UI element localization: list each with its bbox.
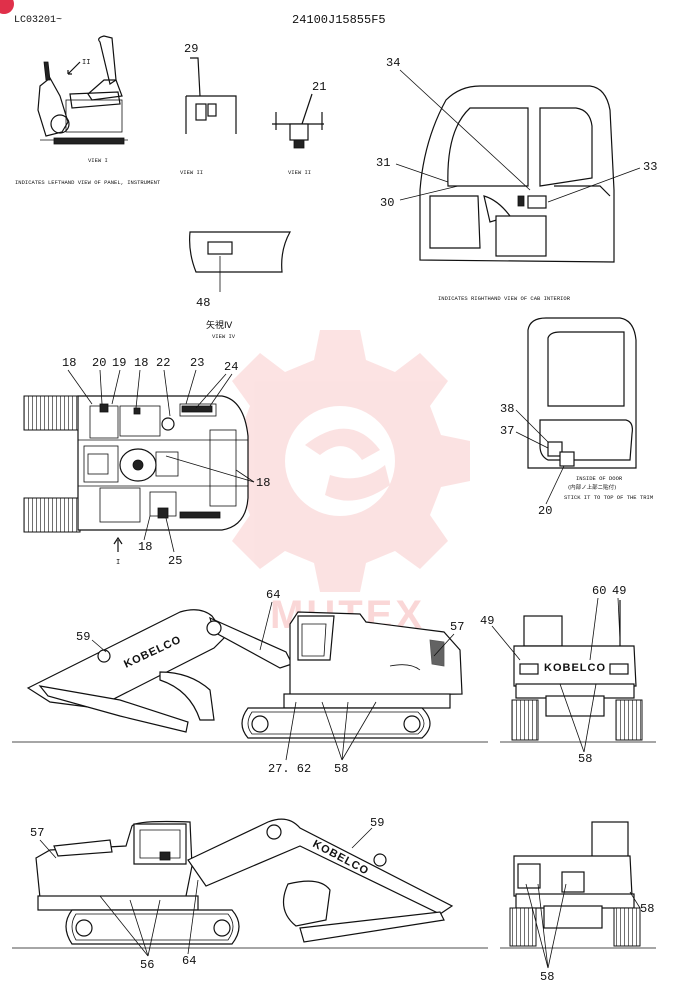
- view-4-panel-drawing: [189, 231, 292, 292]
- view-arrow-icon: [113, 536, 123, 552]
- side-view-excavator-1: [26, 609, 463, 739]
- callout-64: 64: [266, 588, 280, 602]
- callout-20b: 20: [538, 504, 552, 518]
- boom-brand-text-2: KOBELCO: [311, 838, 371, 878]
- door-inside-drawing: [527, 317, 637, 469]
- callout-58d: 58: [540, 970, 554, 984]
- callout-18b: 18: [134, 356, 148, 370]
- callout-49a: 49: [480, 614, 494, 628]
- arrow-label-I: I: [116, 559, 120, 567]
- callout-18a: 18: [62, 356, 76, 370]
- view-1-label: VIEW I: [88, 157, 108, 164]
- callout-19: 19: [112, 356, 126, 370]
- header-part-number: 24100J15855F5: [292, 13, 386, 27]
- callout-38: 38: [500, 402, 514, 416]
- callout-34: 34: [386, 56, 400, 70]
- callout-59: 59: [76, 630, 90, 644]
- view-4-label-jp: 矢視Ⅳ: [206, 319, 233, 331]
- watermark-gear-icon: [210, 330, 470, 592]
- callout-29: 29: [184, 42, 198, 56]
- callout-18d: 18: [138, 540, 152, 554]
- righthand-caption: INDICATES RIGHTHAND VIEW OF CAB INTERIOR: [438, 295, 571, 302]
- callout-48: 48: [196, 296, 210, 310]
- callout-57: 57: [450, 620, 464, 634]
- view-3-label: VIEW II: [288, 169, 311, 176]
- callout-58b: 58: [578, 752, 592, 766]
- view-4-label: VIEW IV: [212, 333, 236, 340]
- side-view-excavator-2: [35, 818, 454, 945]
- callout-37: 37: [500, 424, 514, 438]
- callout-20: 20: [92, 356, 106, 370]
- callout-21: 21: [312, 80, 326, 94]
- callout-25: 25: [168, 554, 182, 568]
- callout-23: 23: [190, 356, 204, 370]
- door-caption-3: STICK IT TO TOP OF THE TRIM: [564, 494, 653, 501]
- callout-18c: 18: [256, 476, 270, 490]
- cab-interior-drawing: [419, 85, 615, 263]
- view-2-label: VIEW II: [180, 169, 203, 176]
- corner-badge: [0, 0, 14, 14]
- door-caption-1: INSIDE OF DOOR: [576, 475, 623, 482]
- callout-31: 31: [376, 156, 390, 170]
- callout-59b: 59: [370, 816, 384, 830]
- view-2-panel-drawing: [185, 57, 237, 134]
- rear-view-excavator-2: [509, 821, 641, 947]
- door-caption-2: (内部ノ上部ニ貼付): [568, 483, 616, 491]
- arrow-label-II: II: [82, 59, 90, 67]
- callout-58c: 58: [640, 902, 654, 916]
- callout-22: 22: [156, 356, 170, 370]
- callout-60: 60: [592, 584, 606, 598]
- callout-57b: 57: [30, 826, 44, 840]
- callout-58a: 58: [334, 762, 348, 776]
- header-left-code: LC03201~: [14, 15, 62, 26]
- callout-56: 56: [140, 958, 154, 972]
- top-view-drawing: [23, 395, 249, 533]
- callout-33: 33: [643, 160, 657, 174]
- lefthand-caption: INDICATES LEFTHAND VIEW OF PANEL, INSTRU…: [15, 179, 161, 186]
- callout-30: 30: [380, 196, 394, 210]
- view-3-bracket-drawing: [272, 93, 324, 149]
- callout-27-62: 27. 62: [268, 762, 311, 776]
- callout-24: 24: [224, 360, 238, 374]
- callout-64b: 64: [182, 954, 196, 968]
- view-1-seat-drawing: [37, 35, 128, 145]
- rear-brand-text-1: KOBELCO: [544, 662, 606, 674]
- callout-49b: 49: [612, 584, 626, 598]
